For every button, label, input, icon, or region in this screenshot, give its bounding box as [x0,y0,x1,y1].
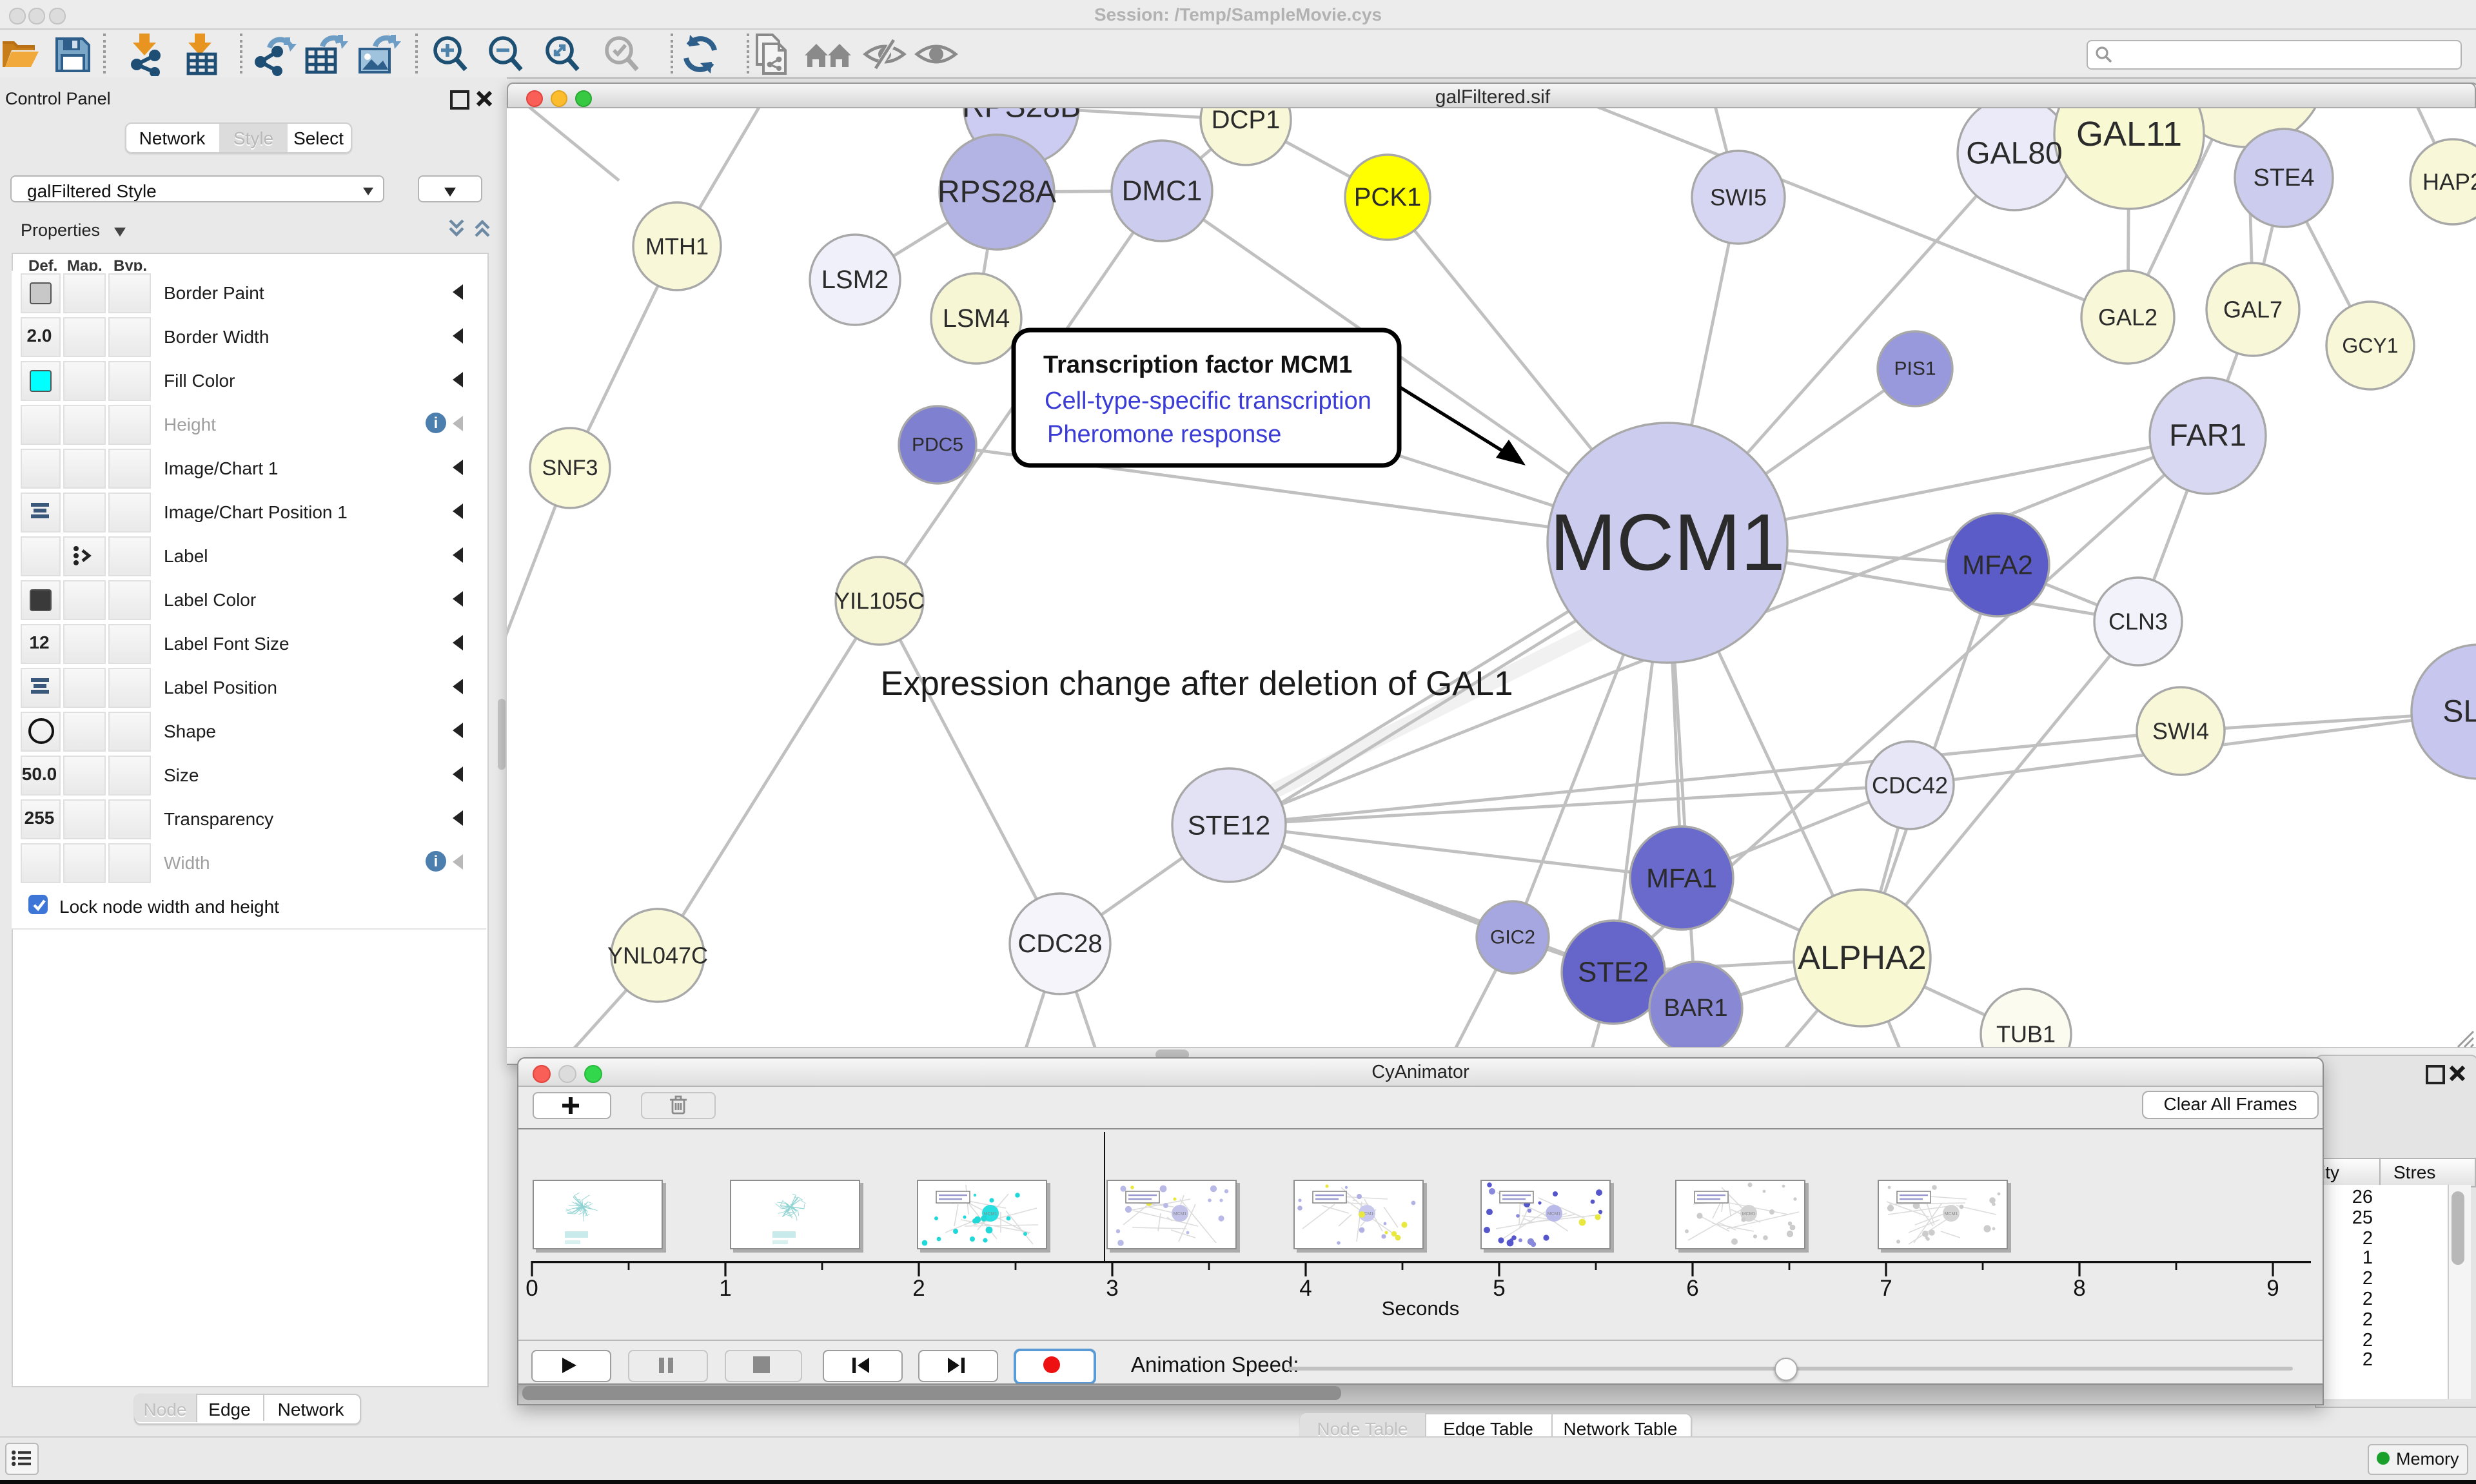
svg-text:GIC2: GIC2 [1490,927,1535,948]
svg-text:MCM1: MCM1 [1548,1212,1561,1216]
svg-text:STE12: STE12 [1188,810,1270,841]
svg-text:Cell-type-specific transcripti: Cell-type-specific transcription [1045,387,1371,415]
svg-text:SLT2: SLT2 [2442,695,2476,729]
svg-text:FAR1: FAR1 [2169,419,2246,453]
svg-text:GCY1: GCY1 [2342,334,2398,357]
svg-text:7: 7 [1880,1276,1892,1301]
svg-text:Pheromone response: Pheromone response [1047,421,1281,448]
svg-text:SWI4: SWI4 [2152,718,2209,745]
svg-text:MCM1: MCM1 [1361,1212,1374,1216]
svg-text:MFA1: MFA1 [1646,863,1717,893]
svg-text:BAR1: BAR1 [1664,995,1727,1022]
svg-text:MTH1: MTH1 [645,233,709,260]
svg-text:PCK1: PCK1 [1354,183,1422,211]
svg-text:RPS28B: RPS28B [962,108,1081,124]
svg-text:Transcription factor MCM1: Transcription factor MCM1 [1043,351,1352,378]
svg-text:DCP1: DCP1 [1212,108,1281,134]
svg-text:CDC42: CDC42 [1872,772,1948,799]
svg-text:GAL2: GAL2 [2098,304,2157,331]
svg-text:Expression change after deleti: Expression change after deletion of GAL1 [880,665,1513,703]
svg-text:4: 4 [1299,1276,1312,1301]
svg-text:YNL047C: YNL047C [607,942,708,969]
svg-text:PDC5: PDC5 [912,434,963,456]
svg-text:1: 1 [719,1276,731,1301]
svg-text:YIL105C: YIL105C [834,588,925,614]
svg-text:TUB1: TUB1 [1996,1021,2056,1048]
svg-text:5: 5 [1493,1276,1505,1301]
svg-text:CDC28: CDC28 [1017,930,1102,958]
svg-text:MCM1: MCM1 [1174,1212,1187,1216]
svg-text:MCM1: MCM1 [1742,1212,1756,1216]
svg-text:DMC1: DMC1 [1122,175,1203,207]
svg-text:6: 6 [1686,1276,1698,1301]
svg-text:LSM4: LSM4 [943,304,1010,333]
svg-text:0: 0 [526,1276,538,1301]
svg-text:GAL80: GAL80 [1966,137,2062,171]
svg-text:MCM1: MCM1 [1549,498,1785,587]
svg-text:CLN3: CLN3 [2108,609,2168,635]
svg-text:HAP2: HAP2 [2422,169,2476,195]
svg-text:MCM1: MCM1 [1945,1212,1958,1216]
svg-text:MCM1: MCM1 [984,1212,997,1216]
svg-text:PIS1: PIS1 [1894,358,1936,380]
svg-text:2: 2 [912,1276,925,1301]
svg-text:3: 3 [1106,1276,1118,1301]
svg-text:ALPHA2: ALPHA2 [1798,939,1926,977]
svg-text:SNF3: SNF3 [542,456,598,480]
svg-text:9: 9 [2266,1276,2279,1301]
svg-text:GAL7: GAL7 [2223,297,2283,323]
svg-text:RPS28A: RPS28A [938,175,1056,210]
svg-text:MFA2: MFA2 [1962,550,2033,580]
svg-text:STE4: STE4 [2253,164,2314,191]
svg-text:SWI5: SWI5 [1710,184,1767,211]
svg-text:8: 8 [2073,1276,2085,1301]
svg-text:LSM2: LSM2 [821,266,889,294]
svg-text:STE2: STE2 [1578,957,1649,988]
svg-text:GAL11: GAL11 [2076,115,2182,153]
